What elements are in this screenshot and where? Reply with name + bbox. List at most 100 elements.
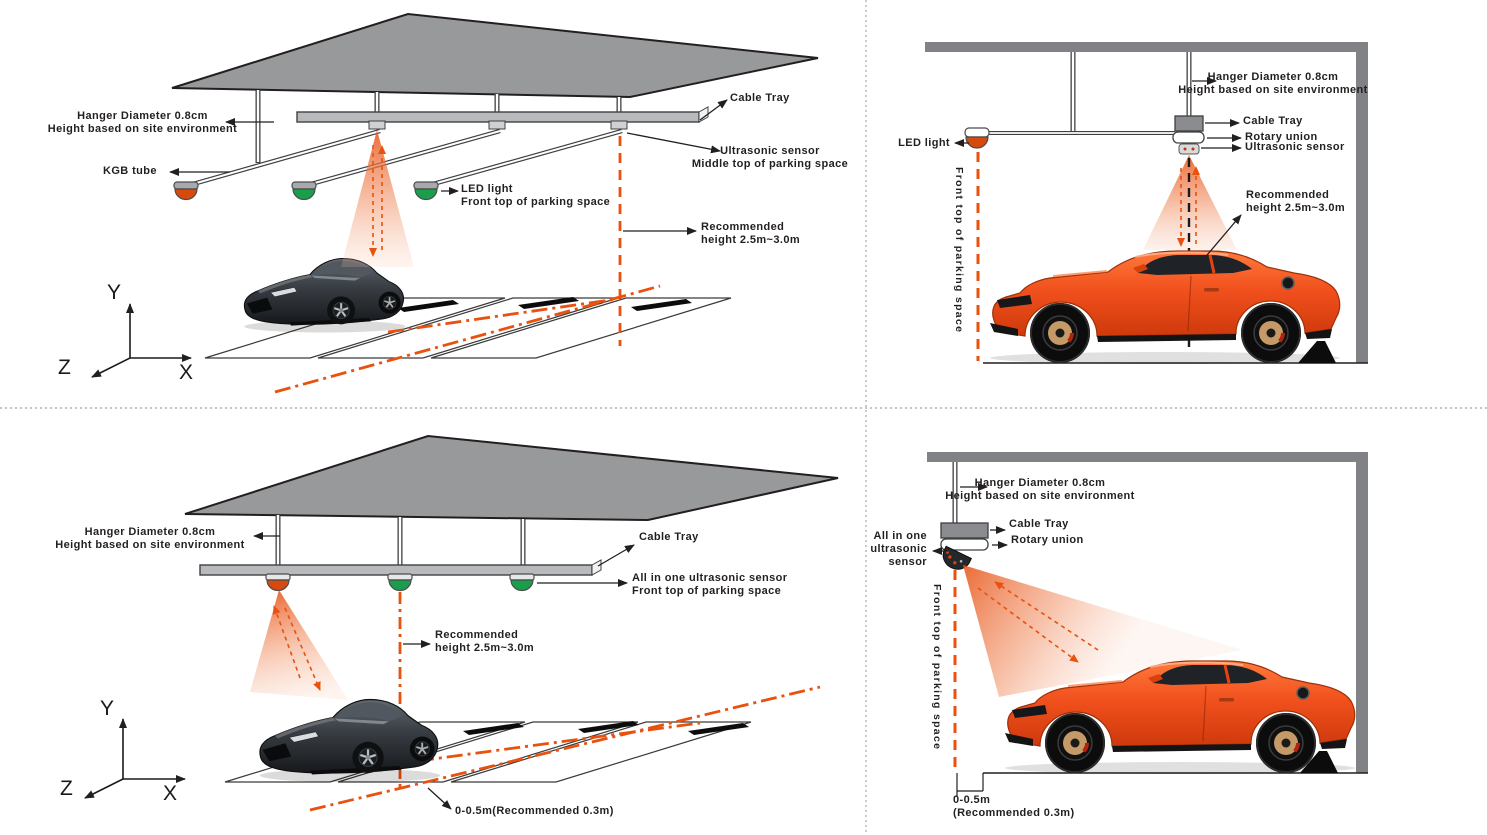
tl-sensor-line2: Middle top of parking space bbox=[691, 158, 849, 170]
br-hanger-line2: Height based on site environment bbox=[945, 490, 1135, 502]
tl-ultrasonic-sensors bbox=[368, 120, 628, 130]
tr-led-label: LED light bbox=[898, 137, 950, 149]
bl-hanger-label: Hanger Diameter 0.8cm Height based on si… bbox=[50, 526, 250, 552]
br-sensor-cone bbox=[963, 565, 1243, 697]
br-sensor-label: All in one ultrasonic sensor bbox=[855, 530, 927, 569]
tl-hanger-line1: Hanger Diameter 0.8cm bbox=[77, 110, 208, 122]
tr-leaders bbox=[954, 77, 1242, 275]
br-rotary-union-label: Rotary union bbox=[1011, 534, 1084, 546]
tl-cable-tray-label: Cable Tray bbox=[730, 92, 790, 104]
tl-leaders bbox=[169, 99, 728, 235]
bl-axes bbox=[84, 718, 186, 799]
br-sensor-line3: sensor bbox=[888, 556, 927, 568]
bl-hanger-line2: Height based on site environment bbox=[55, 539, 245, 551]
tl-axis-x-label: X bbox=[179, 361, 194, 384]
tr-cable-tray bbox=[1174, 115, 1204, 132]
tl-sensor-line1: Ultrasonic sensor bbox=[720, 145, 820, 157]
tl-hangers bbox=[255, 90, 622, 163]
br-wheel-chock bbox=[1300, 751, 1338, 773]
tl-car-dark bbox=[243, 257, 407, 334]
bl-axis-y-label: Y bbox=[100, 697, 115, 720]
tr-cable-tray-label: Cable Tray bbox=[1243, 115, 1303, 127]
tr-scene bbox=[925, 42, 1368, 366]
tr-ceiling bbox=[925, 42, 1368, 52]
bl-all-in-one-sensors bbox=[265, 573, 535, 592]
tl-recommended-label: Recommended height 2.5m~3.0m bbox=[701, 221, 800, 247]
bl-scene bbox=[84, 434, 839, 812]
bl-axis-z-label: Z bbox=[60, 777, 73, 800]
tr-wheel-chock bbox=[1298, 341, 1336, 363]
bl-recommended-label: Recommended height 2.5m~3.0m bbox=[435, 629, 534, 655]
tl-wheel-chocks bbox=[398, 297, 692, 312]
tl-led-line1: LED light bbox=[461, 183, 513, 195]
bl-rec-line1: Recommended bbox=[435, 629, 519, 641]
tr-led-light bbox=[964, 127, 990, 149]
tl-rec-line2: height 2.5m~3.0m bbox=[701, 234, 801, 246]
br-distance-label: 0-0.5m (Recommended 0.3m) bbox=[953, 794, 1075, 820]
tl-cable-tray-endcap bbox=[698, 106, 709, 123]
tr-sensor-label: Ultrasonic sensor bbox=[1245, 141, 1345, 153]
tl-rec-line1: Recommended bbox=[701, 221, 785, 233]
bl-axis-x-label: X bbox=[163, 782, 178, 805]
bl-cable-tray-label: Cable Tray bbox=[639, 531, 699, 543]
br-rotary-union bbox=[940, 538, 989, 551]
bl-sensor-line1: All in one ultrasonic sensor bbox=[632, 572, 788, 584]
tl-led-label: LED light Front top of parking space bbox=[461, 183, 610, 209]
br-hanger-line1: Hanger Diameter 0.8cm bbox=[974, 477, 1106, 489]
bl-cable-tray-endcap bbox=[591, 559, 602, 576]
tr-hanger-line1: Hanger Diameter 0.8cm bbox=[1207, 71, 1339, 83]
br-all-in-one-sensor bbox=[942, 545, 973, 570]
br-hanger-label: Hanger Diameter 0.8cm Height based on si… bbox=[940, 477, 1140, 503]
br-leaders bbox=[932, 483, 1008, 555]
bl-rec-line2: height 2.5m~3.0m bbox=[435, 642, 535, 654]
bl-hanger-line1: Hanger Diameter 0.8cm bbox=[84, 526, 216, 538]
tl-sensor-cone bbox=[341, 130, 414, 267]
tl-kgb-tubes bbox=[185, 128, 623, 189]
br-distance-line2: (Recommended 0.3m) bbox=[953, 807, 1075, 819]
tr-rec-line1: Recommended bbox=[1246, 189, 1330, 201]
bl-hangers bbox=[275, 515, 526, 566]
tl-guide-lines bbox=[274, 284, 661, 394]
tl-kgb-tube-label: KGB tube bbox=[103, 165, 157, 177]
tr-hanger-line2: Height based on site environment bbox=[1178, 84, 1368, 96]
tl-scene bbox=[91, 12, 819, 394]
bl-distance-label: 0-0.5m(Recommended 0.3m) bbox=[455, 805, 614, 817]
br-scene bbox=[927, 452, 1368, 796]
bl-wheel-chocks bbox=[463, 721, 749, 735]
br-ceiling bbox=[927, 452, 1368, 462]
tr-front-top-label: Front top of parking space bbox=[953, 167, 965, 334]
bl-guide-lines bbox=[309, 685, 821, 812]
tl-hanger-line2: Height based on site environment bbox=[47, 123, 238, 135]
bl-sensor-label: All in one ultrasonic sensor Front top o… bbox=[632, 572, 787, 598]
tr-sensor-cone bbox=[1143, 155, 1237, 250]
bl-sensor-cone bbox=[250, 590, 348, 700]
br-sensor-line2: ultrasonic bbox=[870, 543, 927, 555]
bl-leaders bbox=[253, 532, 635, 810]
br-wall bbox=[1356, 452, 1368, 773]
tr-hangers bbox=[1070, 52, 1192, 134]
tl-axes bbox=[91, 303, 192, 378]
br-cable-tray bbox=[940, 522, 989, 539]
tr-hanger-label: Hanger Diameter 0.8cm Height based on si… bbox=[1173, 71, 1373, 97]
tl-hanger-label: Hanger Diameter 0.8cm Height based on si… bbox=[40, 110, 245, 136]
tr-recommended-label: Recommended height 2.5m~3.0m bbox=[1246, 189, 1345, 215]
br-front-top-label: Front top of parking space bbox=[931, 584, 943, 751]
bl-roof-panel bbox=[184, 434, 839, 522]
tr-car-orange bbox=[988, 249, 1342, 366]
tr-rotary-union-label: Rotary union bbox=[1245, 131, 1318, 143]
tl-led-line2: Front top of parking space bbox=[461, 196, 611, 208]
tl-sensor-label: Ultrasonic sensor Middle top of parking … bbox=[680, 145, 860, 171]
br-cable-tray-label: Cable Tray bbox=[1009, 518, 1069, 530]
bl-sensor-line2: Front top of parking space bbox=[632, 585, 782, 597]
tl-led-lights bbox=[173, 181, 439, 201]
tr-rotary-union bbox=[1172, 131, 1205, 144]
tl-roof-panel bbox=[171, 12, 819, 99]
tr-wall bbox=[1356, 42, 1368, 363]
tr-rec-line2: height 2.5m~3.0m bbox=[1246, 202, 1346, 214]
tl-axis-y-label: Y bbox=[107, 281, 122, 304]
br-distance-bracket bbox=[956, 773, 984, 796]
br-sensor-line1: All in one bbox=[873, 530, 927, 542]
bl-car-dark bbox=[258, 698, 442, 784]
